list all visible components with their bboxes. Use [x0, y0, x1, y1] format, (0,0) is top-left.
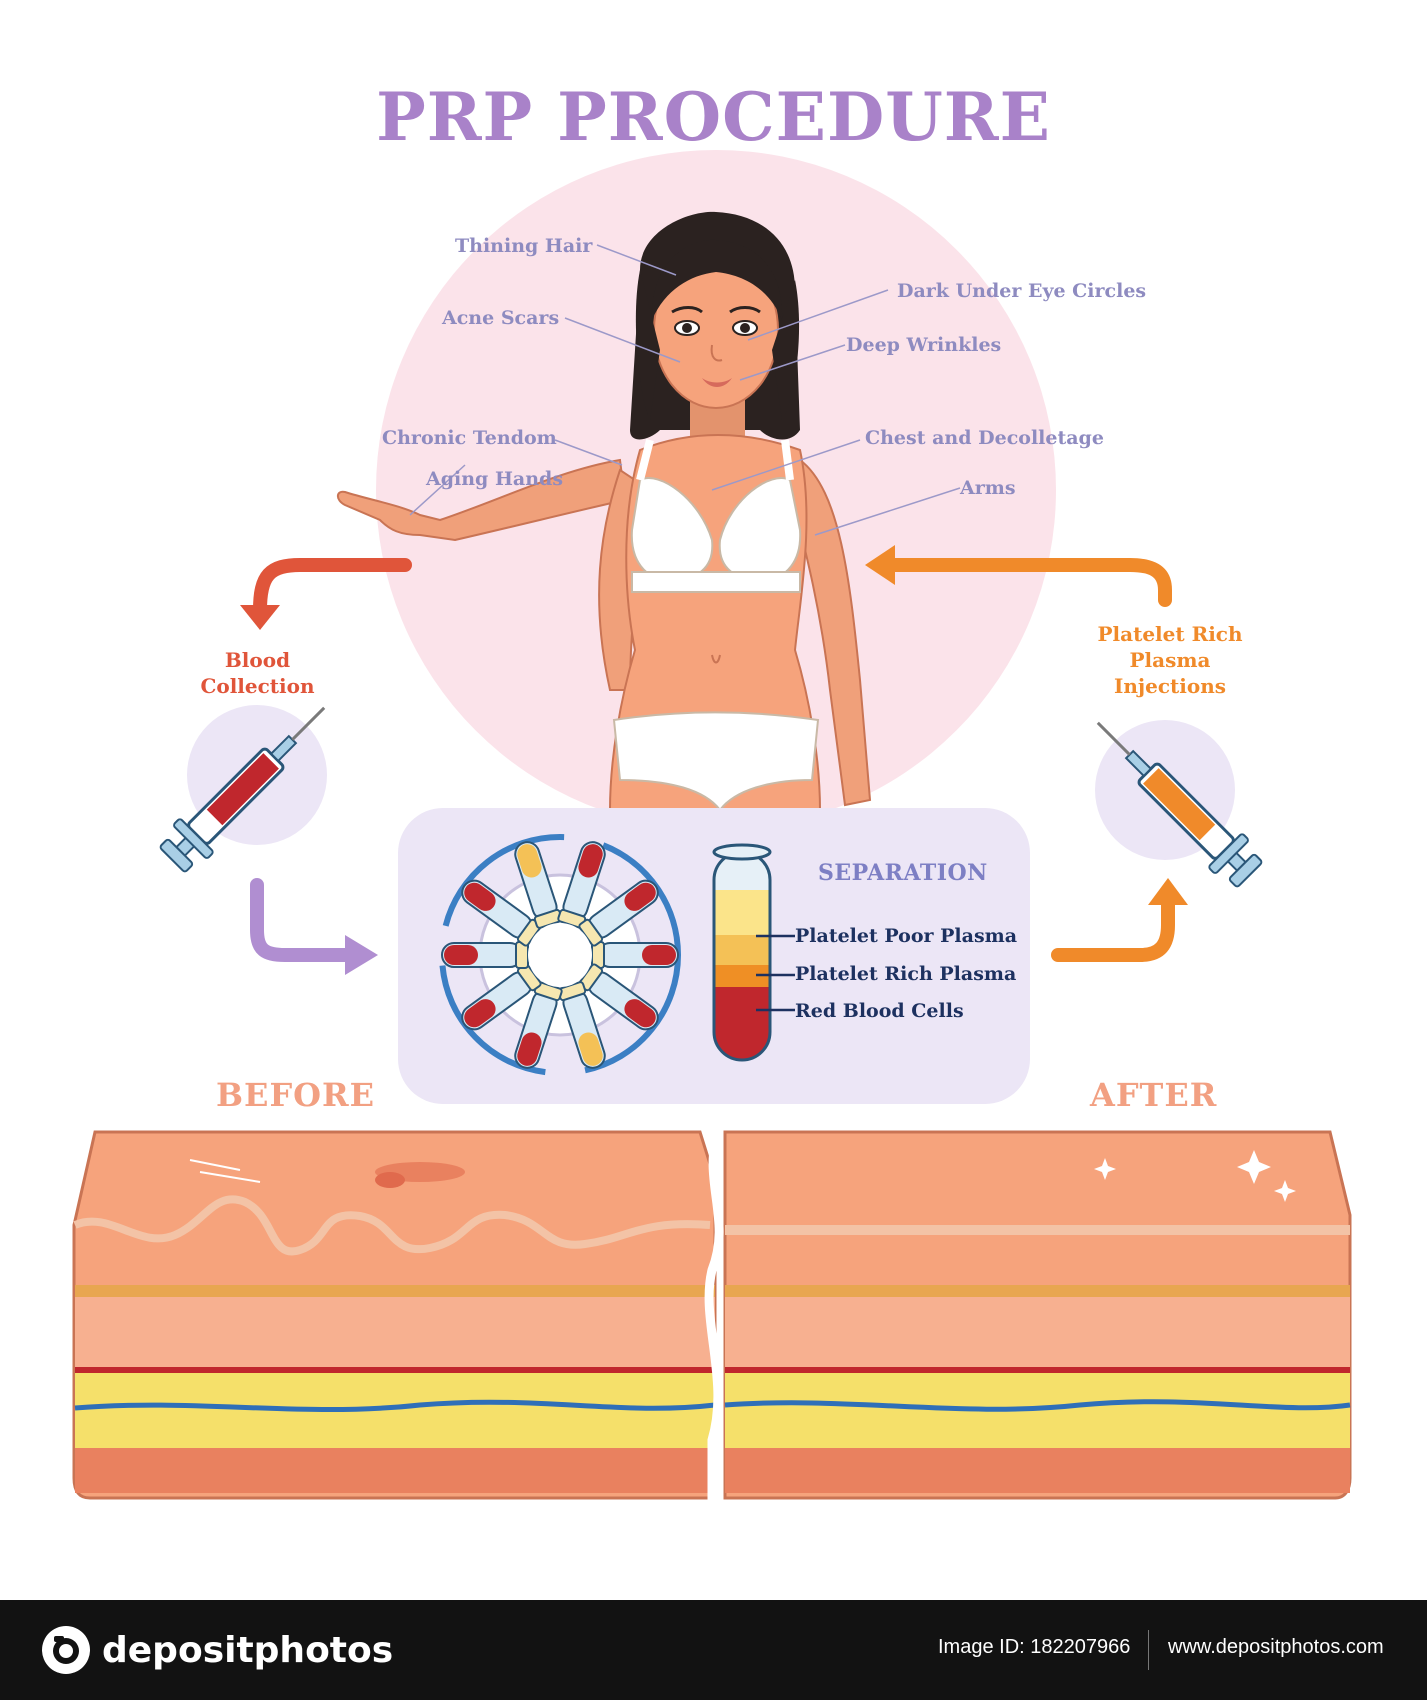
layer-platelet-poor: Platelet Poor Plasma	[795, 925, 1017, 947]
blood-collection-line-2: Collection	[180, 673, 335, 699]
page-title: PRP PROCEDURE	[0, 78, 1427, 156]
footer-divider	[1148, 1630, 1149, 1670]
layer-platelet-rich: Platelet Rich Plasma	[795, 963, 1016, 985]
label-deep-wrinkles: Deep Wrinkles	[846, 334, 1001, 356]
to-separation-arrow	[257, 885, 350, 955]
label-thining-hair: Thining Hair	[455, 235, 592, 257]
from-separation-arrow	[1058, 905, 1168, 955]
website-link[interactable]: www.depositphotos.com	[1168, 1636, 1384, 1659]
blood-collection-label: Blood Collection	[180, 647, 335, 699]
layer-red-blood-cells: Red Blood Cells	[795, 1000, 964, 1022]
before-label: BEFORE	[216, 1076, 375, 1114]
separation-title: SEPARATION	[818, 860, 988, 886]
brand-name: depositphotos	[102, 1630, 393, 1671]
brand-logo[interactable]: depositphotos	[40, 1624, 393, 1676]
label-dark-under-eye: Dark Under Eye Circles	[897, 280, 1146, 302]
label-aging-hands: Aging Hands	[426, 468, 563, 490]
skin-split	[709, 1132, 719, 1502]
injections-line-2: Plasma	[1085, 647, 1255, 673]
illustration	[0, 0, 1427, 1600]
centrifuge-tube	[592, 942, 678, 968]
injections-line-3: Injections	[1085, 673, 1255, 699]
footer-bar: depositphotos Image ID: 182207966 www.de…	[0, 1600, 1427, 1700]
after-label: AFTER	[1090, 1076, 1217, 1114]
skin-before	[74, 1132, 715, 1498]
camera-icon	[40, 1624, 92, 1676]
label-arms: Arms	[960, 477, 1016, 499]
image-id: Image ID: 182207966	[938, 1636, 1130, 1659]
centrifuge-tube	[442, 942, 528, 968]
label-chest: Chest and Decolletage	[865, 427, 1104, 449]
blood-collection-arrow	[260, 565, 405, 610]
label-chronic-tendom: Chronic Tendom	[382, 427, 557, 449]
blood-collection-line-1: Blood	[180, 647, 335, 673]
injections-label: Platelet Rich Plasma Injections	[1085, 621, 1255, 699]
injections-line-1: Platelet Rich	[1085, 621, 1255, 647]
label-acne-scars: Acne Scars	[442, 307, 559, 329]
skin-after	[725, 1132, 1350, 1498]
